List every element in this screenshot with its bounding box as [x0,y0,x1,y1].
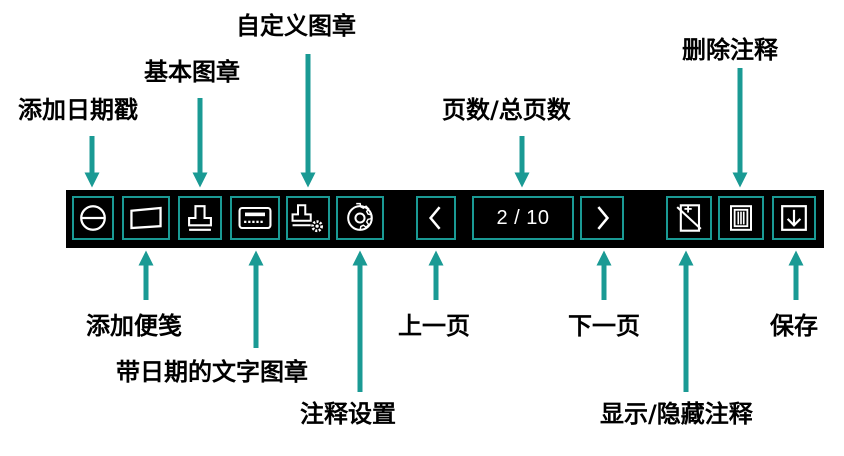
note-icon [130,206,162,230]
page-indicator: 2 / 10 [472,196,574,240]
stamp-icon [188,205,212,231]
save-button[interactable] [772,196,816,240]
toggle-annotations-button[interactable] [666,196,712,240]
text-stamp-icon [238,206,272,230]
label-previous-page: 上一页 [398,312,470,340]
label-annotation-settings: 注释设置 [300,400,396,428]
label-save: 保存 [770,312,818,340]
chevron-left-icon [428,206,441,230]
label-add-date-stamp: 添加日期戳 [18,96,138,124]
label-page-count: 页数/总页数 [442,96,571,124]
download-icon [781,205,807,231]
label-delete-annotation: 删除注释 [682,36,778,64]
annotation-toolbar: 2 / 10 [66,190,824,248]
add-sticky-note-button[interactable] [122,196,170,240]
label-custom-stamp: 自定义图章 [236,12,356,40]
date-text-stamp-button[interactable] [230,196,280,240]
label-basic-stamp: 基本图章 [144,58,240,86]
chevron-right-icon [597,206,610,230]
custom-stamp-button[interactable] [286,196,330,240]
add-date-stamp-button[interactable] [72,196,114,240]
label-add-sticky-note: 添加便笺 [86,312,182,340]
label-toggle-annotations: 显示/隐藏注释 [600,400,753,428]
next-page-button[interactable] [580,196,624,240]
label-next-page: 下一页 [568,312,640,340]
delete-annotation-button[interactable] [718,196,764,240]
previous-page-button[interactable] [416,196,456,240]
trash-icon [730,205,752,231]
basic-stamp-button[interactable] [178,196,222,240]
annotation-settings-button[interactable] [336,196,384,240]
gear-icon [347,202,373,231]
circle-line-icon [80,205,106,231]
show-hide-icon [676,204,702,232]
stamp-gear-icon [291,204,323,233]
label-date-text-stamp: 带日期的文字图章 [116,358,308,386]
